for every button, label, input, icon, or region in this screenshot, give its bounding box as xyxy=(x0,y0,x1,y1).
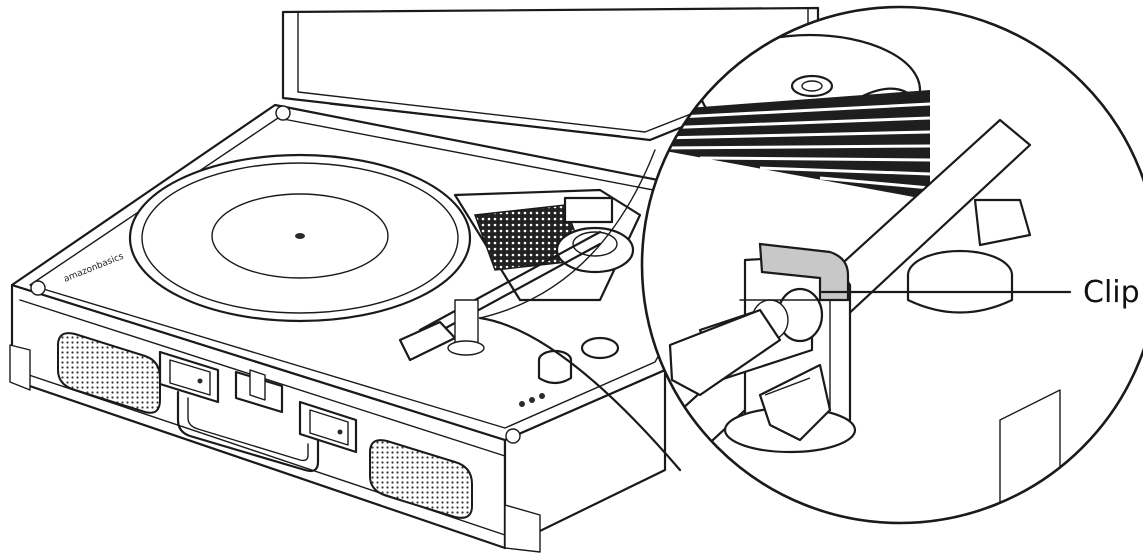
right-speaker-grille xyxy=(369,439,473,519)
vent-grille-detail xyxy=(659,90,931,200)
platter xyxy=(128,153,472,323)
magnifier-connector xyxy=(478,316,682,472)
clip-callout-label: Clip xyxy=(1083,275,1140,310)
right-latch xyxy=(298,400,358,454)
center-lock xyxy=(234,369,284,414)
clip-part xyxy=(758,242,850,302)
carry-handle xyxy=(176,390,320,473)
magnifier-connector-upper xyxy=(479,149,656,319)
left-latch xyxy=(158,350,220,404)
magnified-detail xyxy=(640,5,1143,525)
left-speaker-grille xyxy=(57,332,161,414)
tonearm-assembly xyxy=(398,188,642,362)
